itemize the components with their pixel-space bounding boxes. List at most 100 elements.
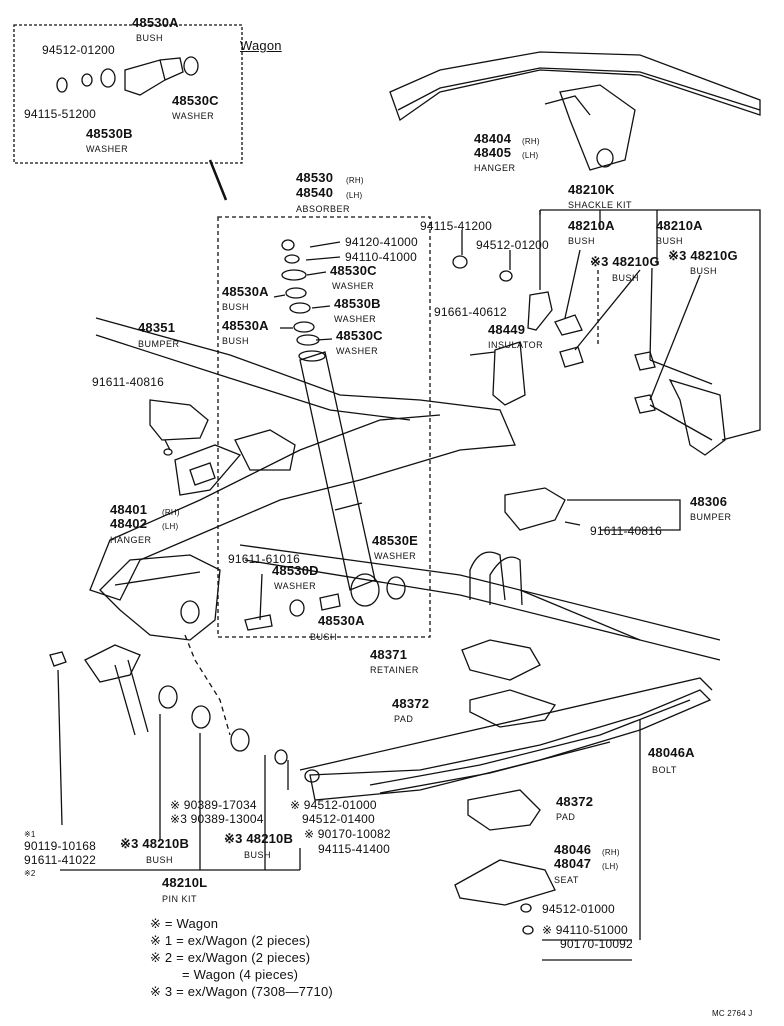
spring-seat-name: SEAT — [554, 875, 579, 885]
rear-hanger-name: HANGER — [110, 535, 152, 545]
part-48047: 48047 — [554, 856, 592, 871]
part-48210B-1: ※3 48210B — [120, 836, 190, 851]
part-48449: 48449 — [488, 322, 526, 337]
legend-line-5: ※ 3 = ex/Wagon (7308—7710) — [150, 984, 333, 999]
legend-line-1: ※ = Wagon — [150, 916, 219, 931]
inset-arrow — [208, 159, 228, 201]
part-48530A-inset: 48530A — [132, 15, 179, 30]
legend-line-4: = Wagon (4 pieces) — [182, 967, 299, 982]
wagon-inset-frame — [13, 24, 243, 164]
part-48530B-name: WASHER — [334, 314, 377, 324]
part-48210A-1-name: BUSH — [568, 236, 596, 246]
part-48530B: 48530B — [334, 296, 381, 311]
part-48530C-inset-name: WASHER — [172, 111, 215, 121]
part-48372-lower-name: PAD — [556, 812, 576, 822]
part-48210G-1: ※3 48210G — [590, 254, 660, 269]
part-94512-01000-pin: ※ 94512-01000 — [290, 798, 377, 812]
part-91661-40612: 91661-40612 — [434, 305, 507, 319]
part-94512-01400: 94512-01400 — [302, 812, 375, 826]
pad-lower — [467, 789, 541, 831]
part-48530C-inset: 48530C — [172, 93, 219, 108]
part-48046A-name: BOLT — [652, 765, 677, 775]
part-94115-51200-inset: 94115-51200 — [24, 107, 97, 121]
part-48530A-2: 48530A — [222, 318, 269, 333]
part-48530A-1-name: BUSH — [222, 302, 250, 312]
spring-pin — [84, 644, 141, 683]
part-48530E-name: WASHER — [374, 551, 417, 561]
part-48372-lower: 48372 — [556, 794, 594, 809]
legend-line-2: ※ 1 = ex/Wagon (2 pieces) — [150, 933, 311, 948]
part-94512-01200: 94512-01200 — [476, 238, 549, 252]
part-91611-61016: 91611-61016 — [228, 552, 301, 566]
part-48351: 48351 — [138, 320, 176, 335]
part-48371: 48371 — [370, 647, 408, 662]
part-48372-upper-name: PAD — [394, 714, 414, 724]
part-48402: 48402 — [110, 516, 148, 531]
part-48046: 48046 — [554, 842, 592, 857]
note-star2: ※2 — [24, 869, 36, 878]
part-48530B-inset: 48530B — [86, 126, 133, 141]
part-48210B-1-name: BUSH — [146, 855, 174, 865]
part-48210A-2: 48210A — [656, 218, 703, 233]
part-94110-51000: ※ 94110-51000 — [542, 923, 628, 937]
absorber-group-frame — [217, 216, 431, 638]
part-48210L: 48210L — [162, 875, 208, 890]
part-48372-upper: 48372 — [392, 696, 430, 711]
part-48402-side: (LH) — [162, 522, 179, 531]
part-48540: 48540 — [296, 185, 334, 200]
part-94110-41000: 94110-41000 — [345, 250, 418, 264]
front-hanger — [559, 84, 636, 171]
absorber-body — [299, 351, 376, 591]
part-90119-10168: 90119-10168 — [24, 839, 97, 853]
left-bumper-shape — [149, 399, 209, 441]
part-90389-17034: ※ 90389-17034 — [170, 798, 257, 812]
part-48401-side: (RH) — [162, 508, 180, 517]
part-48530C-top-name: WASHER — [332, 281, 375, 291]
part-48210G-1-name: BUSH — [612, 273, 640, 283]
part-48530E: 48530E — [372, 533, 419, 548]
part-48530A-inset-name: BUSH — [136, 33, 164, 43]
part-48530-side: (RH) — [346, 176, 364, 185]
part-48530D: 48530D — [272, 563, 319, 578]
part-91611-40816-left: 91611-40816 — [92, 375, 165, 389]
leaf-spring — [309, 689, 712, 801]
part-48530: 48530 — [296, 170, 334, 185]
diagram-code: MC 2764 J — [712, 1009, 753, 1018]
legend-line-3: ※ 2 = ex/Wagon (2 pieces) — [150, 950, 311, 965]
part-48210B-2-name: BUSH — [244, 850, 272, 860]
front-hanger-name: HANGER — [474, 163, 516, 173]
part-48530C-2: 48530C — [336, 328, 383, 343]
part-91611-41022: 91611-41022 — [24, 853, 97, 867]
part-48210A-2-name: BUSH — [656, 236, 684, 246]
part-48530C-2-name: WASHER — [336, 346, 379, 356]
part-48404-side: (RH) — [522, 137, 540, 146]
absorber-name: ABSORBER — [296, 204, 351, 214]
u-bolt — [469, 551, 506, 601]
part-94512-01000-seat: 94512-01000 — [542, 902, 615, 916]
part-48047-side: (LH) — [602, 862, 619, 871]
part-48210K: 48210K — [568, 182, 615, 197]
bumper-right-name: BUMPER — [690, 512, 732, 522]
rear-hanger-shape — [99, 554, 221, 641]
part-48530B-inset-name: WASHER — [86, 144, 129, 154]
part-94115-41400: 94115-41400 — [318, 842, 391, 856]
part-48530D-name: WASHER — [274, 581, 317, 591]
part-48530C-top: 48530C — [330, 263, 377, 278]
part-48210A-1: 48210A — [568, 218, 615, 233]
part-48210B-2: ※3 48210B — [224, 831, 294, 846]
part-91611-40816-right: 91611-40816 — [590, 524, 663, 538]
part-90389-13004: ※3 90389-13004 — [170, 812, 264, 826]
part-48404: 48404 — [474, 131, 512, 146]
insulator-bracket — [492, 341, 526, 406]
part-94115-41200: 94115-41200 — [420, 219, 493, 233]
part-48530A-3-name: BUSH — [310, 632, 338, 642]
part-90170-10092: 90170-10092 — [560, 937, 633, 951]
wagon-inset-title: Wagon — [240, 38, 282, 53]
spring-seat-shape — [454, 859, 556, 906]
part-90170-10082: ※ 90170-10082 — [304, 827, 391, 841]
part-48405-side: (LH) — [522, 151, 539, 160]
bumper-left-name: BUMPER — [138, 339, 180, 349]
part-48530A-3: 48530A — [318, 613, 365, 628]
part-48530A-2-name: BUSH — [222, 336, 250, 346]
